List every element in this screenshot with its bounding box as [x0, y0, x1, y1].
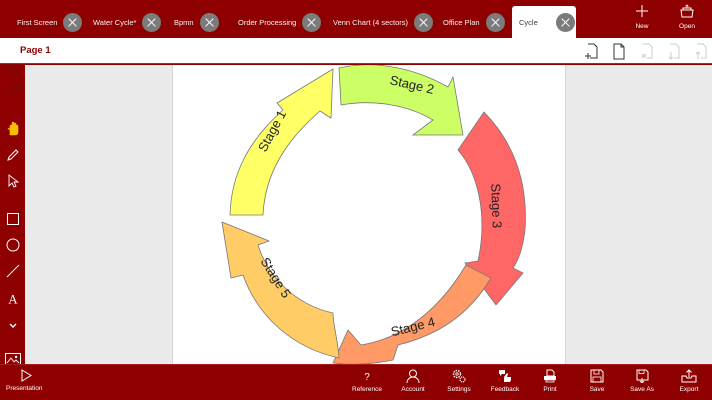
page-title[interactable]: Page 1 — [20, 45, 51, 56]
tab-first-screen[interactable]: First Screen — [0, 6, 83, 38]
account-icon — [406, 369, 420, 383]
svg-text:A: A — [8, 292, 18, 306]
save-as-label: Save As — [630, 386, 654, 393]
undo-icon — [7, 65, 19, 78]
tab-bpmn[interactable]: Bpmn — [157, 6, 219, 38]
undo-button[interactable] — [3, 61, 23, 81]
workspace: Stage 1 Stage 2 Stage 3 Stage 4 Stage 5 — [25, 64, 712, 368]
print-label: Print — [543, 386, 557, 393]
open-label: Open — [679, 23, 695, 30]
account-button[interactable]: Account — [398, 369, 428, 400]
account-label: Account — [401, 386, 425, 393]
pointer-icon — [8, 174, 20, 188]
add-page-icon[interactable] — [585, 42, 599, 60]
line-icon — [6, 264, 20, 278]
rectangle-tool[interactable] — [3, 209, 23, 229]
gear-icon — [452, 369, 466, 383]
tab-water-cycle[interactable]: Water Cycle* — [76, 6, 162, 38]
save-icon — [590, 369, 604, 383]
tab-cycle[interactable]: Cycle — [512, 6, 576, 38]
export-icon — [681, 369, 697, 383]
close-icon[interactable] — [555, 12, 575, 32]
close-icon[interactable] — [199, 12, 219, 32]
reference-button[interactable]: ? Reference — [352, 369, 382, 400]
redo-button[interactable] — [3, 81, 23, 101]
stage-3-arrow — [457, 111, 526, 306]
presentation-label: Presentation — [6, 385, 43, 392]
new-label: New — [635, 23, 649, 30]
plus-icon — [636, 5, 648, 17]
feedback-label: Feedback — [490, 386, 520, 393]
text-tool[interactable]: A — [3, 288, 23, 308]
feedback-button[interactable]: Feedback — [490, 369, 520, 400]
svg-text:?: ? — [364, 372, 370, 383]
settings-button[interactable]: Settings — [444, 369, 474, 400]
move-page-down-icon[interactable] — [667, 42, 681, 60]
tab-label: Venn Chart (4 sectors) — [333, 17, 409, 27]
stage-4-arrow — [332, 264, 492, 365]
save-label: Save — [589, 386, 605, 393]
play-icon — [21, 369, 32, 382]
new-button[interactable]: New — [622, 4, 662, 38]
stage-3-label: Stage 3 — [488, 183, 505, 228]
tab-order-processing[interactable]: Order Processing — [221, 6, 322, 38]
close-icon[interactable] — [63, 12, 83, 32]
save-as-button[interactable]: Save As — [627, 369, 657, 400]
tab-office-plan[interactable]: Office Plan — [426, 6, 505, 38]
diagram-canvas[interactable]: Stage 1 Stage 2 Stage 3 Stage 4 Stage 5 — [172, 64, 567, 368]
delete-page-icon[interactable] — [640, 42, 654, 60]
export-button[interactable]: Export — [675, 369, 703, 400]
tab-label: First Screen — [17, 17, 58, 27]
pencil-icon — [7, 149, 19, 161]
close-icon[interactable] — [142, 12, 162, 32]
open-folder-icon — [680, 4, 694, 18]
stage-1-arrow — [229, 68, 334, 216]
bottom-bar: Presentation ? Reference Account Setting… — [0, 364, 712, 400]
select-tool[interactable] — [3, 171, 23, 191]
save-button[interactable]: Save — [584, 369, 610, 400]
stage-2-arrow — [338, 64, 464, 136]
reference-label: Reference — [352, 386, 382, 393]
close-icon[interactable] — [485, 12, 505, 32]
close-icon[interactable] — [414, 12, 434, 32]
tab-label: Cycle — [519, 17, 538, 27]
cycle-diagram[interactable]: Stage 1 Stage 2 Stage 3 Stage 4 Stage 5 — [173, 64, 567, 368]
printer-icon — [544, 369, 556, 383]
stage-5-arrow — [221, 221, 340, 359]
circle-tool[interactable] — [3, 235, 23, 255]
tab-label: Water Cycle* — [93, 17, 137, 27]
rectangle-icon — [7, 213, 19, 225]
tab-bar: First Screen Water Cycle* Bpmn Order Pro… — [0, 0, 712, 38]
circle-icon — [6, 238, 20, 252]
page-bar: Page 1 — [0, 38, 712, 64]
tab-label: Bpmn — [174, 17, 194, 27]
tab-label: Order Processing — [238, 17, 297, 27]
tab-label: Office Plan — [443, 17, 480, 27]
print-button[interactable]: Print — [537, 369, 563, 400]
page-icon[interactable] — [612, 42, 626, 60]
more-tools-button[interactable] — [3, 315, 23, 335]
feedback-icon — [499, 370, 511, 382]
settings-label: Settings — [447, 386, 471, 393]
left-toolbar: A — [0, 65, 25, 368]
text-icon: A — [8, 292, 18, 306]
redo-icon — [8, 85, 19, 96]
line-tool[interactable] — [3, 261, 23, 281]
close-icon[interactable] — [302, 12, 322, 32]
pencil-tool[interactable] — [3, 145, 23, 165]
export-label: Export — [679, 386, 699, 393]
question-icon: ? — [364, 372, 370, 383]
more-chevron-icon — [9, 323, 17, 328]
open-button[interactable]: Open — [667, 4, 707, 38]
save-as-icon — [636, 369, 649, 383]
tab-venn-chart[interactable]: Venn Chart (4 sectors) — [316, 6, 434, 38]
pan-tool[interactable] — [3, 118, 23, 138]
presentation-button[interactable]: Presentation — [6, 369, 43, 400]
hand-pan-icon — [7, 121, 19, 136]
move-page-up-icon[interactable] — [694, 42, 708, 60]
